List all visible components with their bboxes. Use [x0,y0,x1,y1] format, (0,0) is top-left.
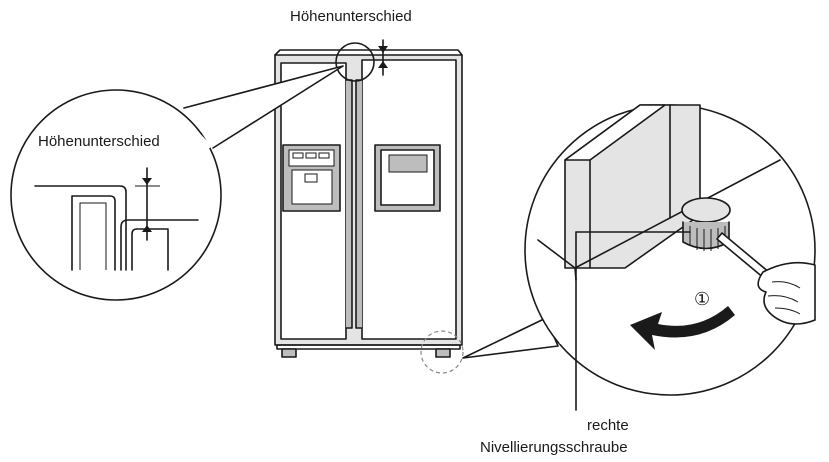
door-inner-left-2 [79,202,107,270]
cabinet-top [564,104,666,161]
arrow-up-icon [142,225,152,232]
fridge-handle [355,79,363,329]
hand-fingers [767,281,801,315]
right-screw-label-line2: Nivellierungsschraube [480,439,628,456]
zoom-circle-left [10,89,222,301]
right-zoom-callout: ① [462,104,816,411]
fridge-base [276,344,461,350]
dispenser-display-icon [305,152,317,159]
arrow-up-icon [378,61,388,68]
callout-pointer [183,65,344,149]
dispenser-display-icon [318,152,330,159]
curved-arrow-counterclockwise-icon [630,306,735,350]
top-highlight-circle [335,42,375,82]
home-bar-handle [388,154,428,173]
height-difference-label-top: Höhenunterschied [290,8,412,25]
refrigerator [274,39,464,374]
right-foot [435,348,451,358]
arrow-down-icon [142,178,152,185]
left-foot [281,348,297,358]
dispenser-recess [291,169,333,205]
door-inner-left [71,195,116,271]
left-zoom-callout [10,65,344,301]
callout-seam [176,114,212,152]
leveling-screw [681,197,731,251]
screw-top [681,197,731,223]
door-profile-left [34,185,127,271]
foot-highlight-circle [420,330,464,374]
hand [757,261,816,325]
step-marker: ① [694,289,710,310]
right-screw-label-line1: rechte [587,417,629,434]
callout-pointer-right [462,317,559,359]
dispenser-display-icon [292,152,304,159]
door-inner-right [131,228,169,271]
height-difference-label-zoom: Höhenunterschied [38,133,160,150]
arrow-down-icon [378,46,388,53]
callout-seam-right [548,312,570,344]
door-profile-right [120,219,199,271]
freezer-handle [345,79,353,329]
dispenser-lever [304,173,318,183]
screw-ridges [689,226,726,251]
